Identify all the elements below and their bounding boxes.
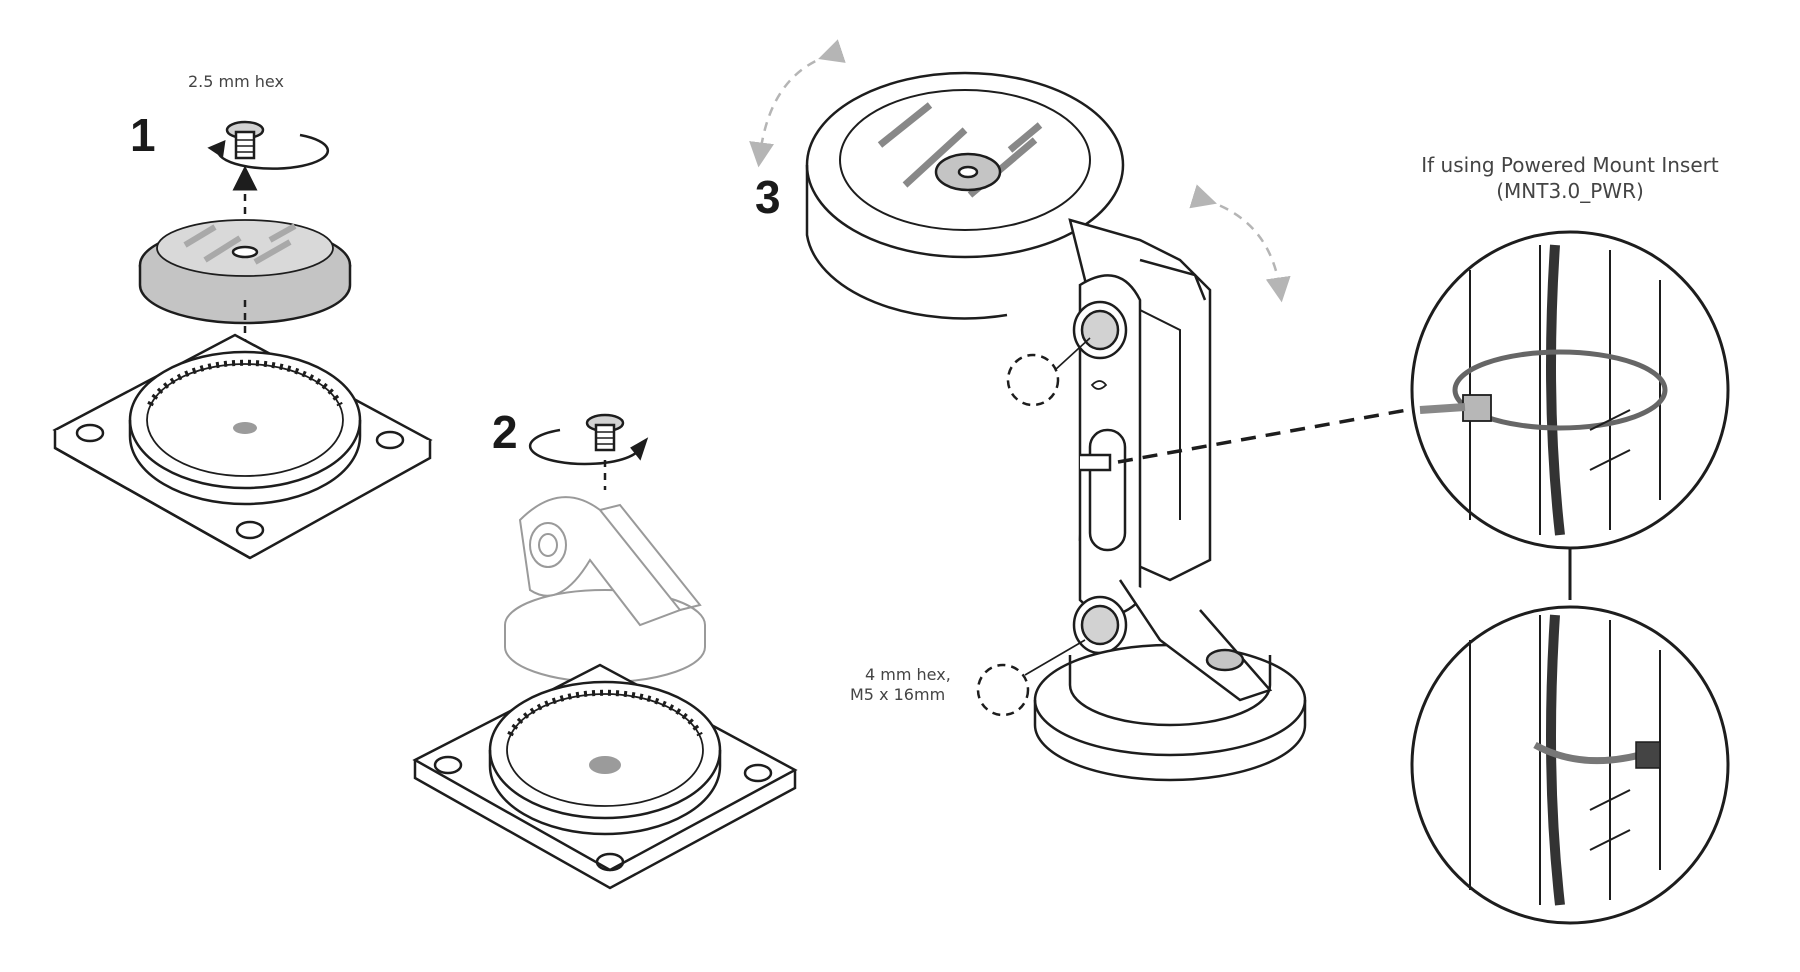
rotation-arrow-icon	[749, 39, 846, 168]
base-cup-icon	[1033, 579, 1307, 782]
inset-title-line2: (MNT3.0_PWR)	[1496, 179, 1644, 203]
step3-illustration	[749, 39, 1436, 782]
screw-icon	[585, 413, 625, 452]
step1-number: 1	[130, 109, 156, 161]
detail-circle-top	[1410, 230, 1730, 550]
gopro-adapter-icon	[504, 496, 706, 683]
step1-illustration	[52, 120, 433, 560]
step3-tool-label-line1: 4 mm hex,	[865, 665, 951, 684]
step3-tool-label-line2: M5 x 16mm	[850, 685, 946, 704]
screw-icon	[225, 120, 265, 160]
base-plate-icon	[52, 333, 433, 560]
computer-mount-head-icon	[805, 71, 1125, 320]
inset-title-line1: If using Powered Mount Insert	[1421, 153, 1719, 177]
hex-callout-icon	[976, 353, 1060, 717]
step2-number: 2	[492, 406, 518, 458]
rotation-arrow-icon	[528, 428, 642, 466]
step3-number: 3	[755, 171, 781, 223]
step1-tool-label: 2.5 mm hex	[188, 72, 284, 91]
adapter-disc-icon	[138, 219, 352, 325]
detail-circle-bottom	[1410, 605, 1730, 925]
rotation-arrow-icon	[1189, 184, 1291, 303]
link-plate-icon	[1072, 274, 1142, 655]
powered-insert-detail	[1410, 230, 1730, 925]
inset-leader-line	[1117, 403, 1436, 464]
rotation-arrow-icon	[216, 133, 330, 170]
base-plate-icon	[412, 663, 798, 890]
step2-illustration	[412, 413, 798, 890]
